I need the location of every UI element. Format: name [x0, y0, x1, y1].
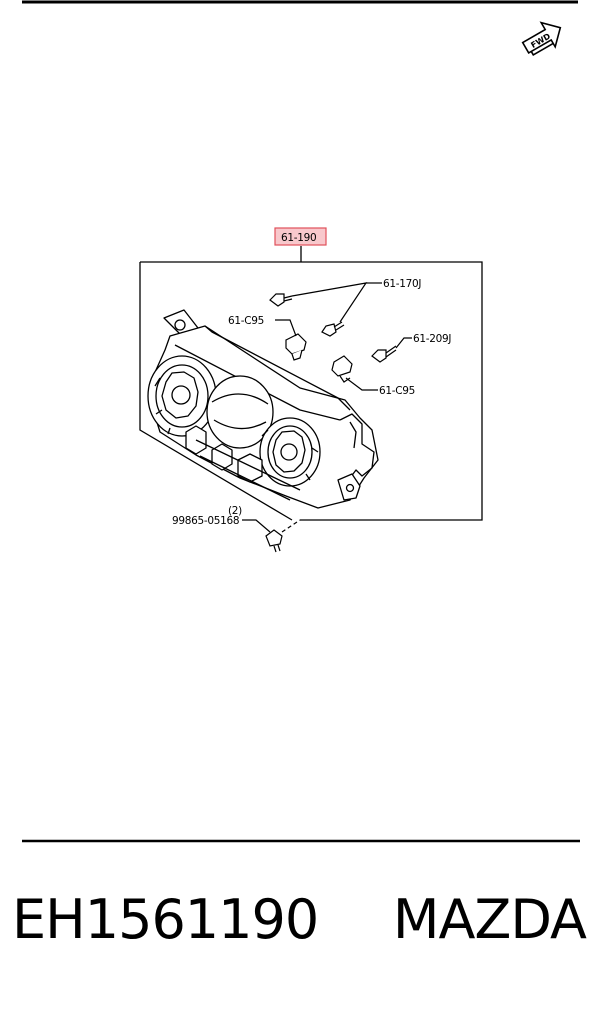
clip-61-c95-lower: [331, 355, 353, 383]
main-callout-highlight: [274, 227, 327, 246]
climate-control-unit-drawing: [147, 309, 379, 509]
clip-upper-leader: [275, 319, 297, 337]
brand-name: MAZDA: [392, 888, 587, 951]
callout-clip-upper: 61-C95: [228, 315, 264, 327]
callout-screw-bottom: 99865-05168: [172, 515, 239, 527]
fwd-arrow-icon: FWD: [521, 21, 562, 56]
screw-right-leader: [395, 337, 412, 349]
clip-61-c95-upper: [285, 333, 307, 361]
part-number: EH1561190: [12, 888, 319, 951]
bolt-61-170j-b: [321, 321, 345, 337]
screw-99865-05168: [265, 529, 283, 553]
bolt-pair-leader: [291, 282, 368, 323]
assembly-bracket: [139, 261, 483, 521]
callout-main-assembly: 61-190: [281, 232, 316, 244]
screw-bottom-leader: [242, 519, 271, 533]
clip-lower-leader: [345, 377, 378, 391]
callout-screw-bottom-qty: (2): [228, 505, 242, 517]
callout-bolt-pair: 61-170J: [383, 278, 421, 290]
callout-screw-right: 61-209J: [413, 333, 451, 345]
callout-clip-lower: 61-C95: [379, 385, 415, 397]
bolt-61-170j-a: [269, 293, 293, 307]
screw-61-209j: [371, 345, 397, 363]
